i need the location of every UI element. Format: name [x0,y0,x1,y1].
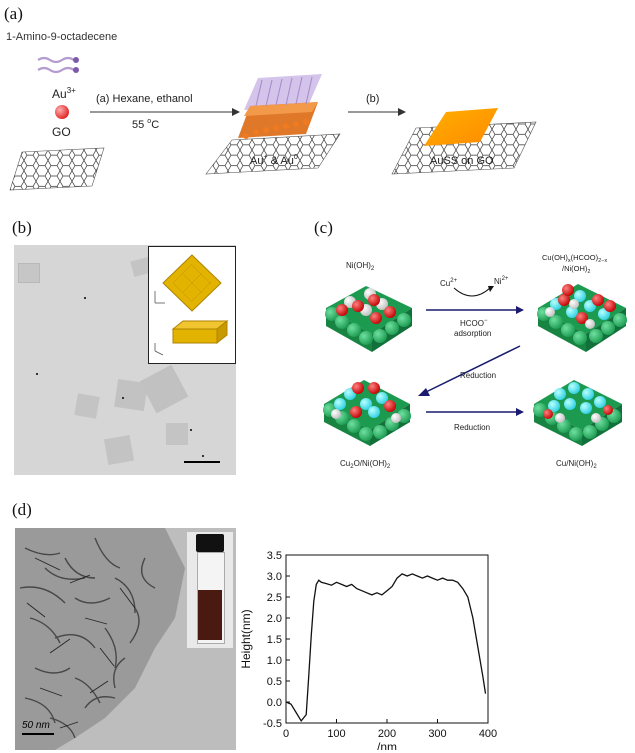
ligand-capped-gold-icon [238,74,322,139]
nanosheet [74,393,100,419]
nanosheet [166,423,188,445]
inset-gold-model [148,246,236,364]
y-tick-label: -0.5 [263,718,282,730]
panel-c-scheme: Ni(OH)2 Cu2+ Ni2+ HCOO− adsorption Cu(OH… [323,253,627,470]
x-axis-label: /nm [377,740,397,750]
vial-photo [187,532,233,648]
y-tick-label: 2.5 [267,592,282,604]
svg-text:Au3+: Au3+ [52,86,76,101]
cu-nioh2-cluster-icon [533,380,622,446]
cu2o-cluster-icon [323,380,411,446]
cu-nioh2-label: Cu/Ni(OH)2 [556,459,597,470]
gold-ion-icon [55,105,69,119]
nioh2-support-label: /Ni(OH)2 [562,264,590,275]
gold-superlattice-sheet [424,108,498,146]
amine-molecule-icon [37,56,75,74]
step-b-label: (b) [366,93,379,105]
plot-frame [285,554,489,724]
y-tick-label: 1.0 [267,655,282,667]
nioh2-cluster-icon [325,286,412,352]
x-tick-label: 200 [378,728,396,740]
au-mix-label: Au+ & Au0 [250,154,298,167]
panel-b-label: (b) [12,218,32,237]
y-tick-label: 3.5 [267,550,282,562]
cu-ion-label: Cu2+ [440,278,458,288]
cu-hydroxide-formate-label: Cu(OH)x(HCOO)2−x [542,253,607,264]
temperature-label: 55 oC [132,118,159,131]
reduction-label-1: Reduction [460,371,496,380]
panel-a-scheme: 1-Amino-9-octadecene Au3+ GO (a) Hexane,… [6,31,537,191]
molecule-label: 1-Amino-9-octadecene [6,31,117,43]
go-label: GO [52,125,71,139]
y-tick-label: 0.0 [267,697,282,709]
graphene-sheet-middle [205,133,341,175]
x-tick-label: 400 [479,728,497,740]
panel-a-label: (a) [4,4,23,23]
graphene-oxide-sheet [9,147,105,191]
y-axis-label: Height(nm) [239,609,253,668]
scale-bar-label: 50 nm [22,720,50,731]
y-tick-label: 0.5 [267,676,282,688]
hcoo-label: HCOO− [460,318,488,328]
y-tick-label: 2.0 [267,613,282,625]
height-profile-chart: -0.5 0.0 0.5 1.0 1.5 2.0 2.5 3.0 3.5 0 100 200 300 4… [239,550,497,750]
step-a-label: (a) Hexane, ethanol [96,93,193,105]
tem-image-b [14,245,236,475]
x-tick-label: 0 [283,728,289,740]
y-tick-label: 3.0 [267,571,282,583]
arrow-reduction-1 [425,345,521,393]
nioh2-label: Ni(OH)2 [346,261,375,272]
product-label: AuSS on GO [430,155,494,167]
tem-image-d: 50 nm [15,528,236,750]
scale-bar [184,461,220,463]
cu2o-label: Cu2O/Ni(OH)2 [340,459,391,470]
nanosheet [18,263,40,283]
x-tick-label: 100 [327,728,345,740]
x-tick-label: 300 [428,728,446,740]
nanosheet [103,434,135,466]
nanosheet [139,364,189,414]
height-profile-line [285,573,487,723]
y-tick-label: 1.5 [267,634,282,646]
panel-d-label: (d) [12,500,32,519]
panel-c-label: (c) [314,218,333,237]
cu-hydroxide-formate-cluster-icon [537,284,627,352]
scale-bar-d [22,733,54,735]
reduction-label-2: Reduction [454,423,490,432]
adsorption-label: adsorption [454,329,491,338]
graphene-sheet-right [391,121,537,175]
ni-ion-label: Ni2+ [494,276,509,286]
